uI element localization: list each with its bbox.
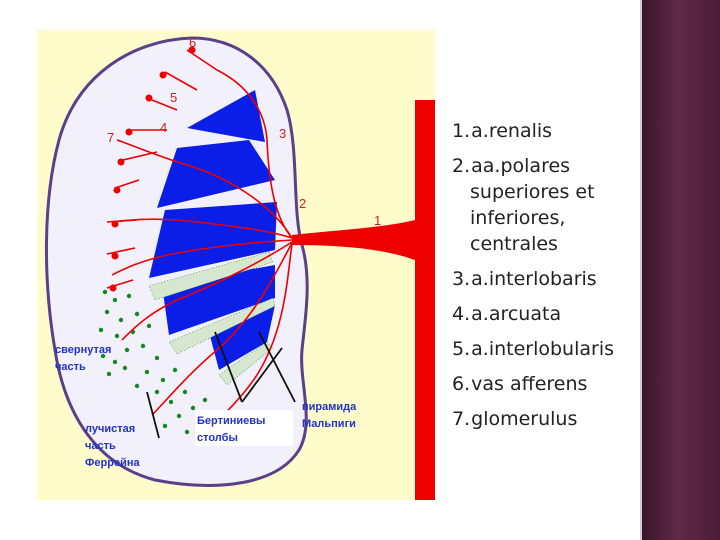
label-pointers [146,331,296,439]
pyramid-5 [209,305,275,370]
glomeruli [109,46,196,292]
sidebar-edge [640,0,643,540]
legend-num: 3. [452,268,471,290]
label-radiate-line3: Феррейна [85,457,140,469]
label-radiate-line1: лучистая [85,423,135,435]
legend-num: 5. [452,338,471,360]
bertin-columns [148,251,276,386]
legend-text: vas afferens [471,373,588,395]
legend-item: 3.a.interlobaris [452,266,642,292]
callout-4: 4 [160,120,167,135]
legend-item: 6.vas afferens [452,371,642,397]
label-bertin-line2: столбы [197,432,238,444]
column-band-1 [148,251,274,301]
legend-num: 2. [452,155,471,177]
legend-text: a.interlobaris [471,268,597,290]
legend-num: 1. [452,120,471,142]
pyramid-1 [187,90,265,142]
cortex-dots [98,289,208,435]
legend-list: 1.a.renalis 2.aa.polares superiores et in… [452,118,642,441]
renal-artery-trunk [415,100,435,500]
label-radiate-part: лучистая часть Феррейна [85,423,140,469]
pyramid-2 [157,140,275,208]
bertin-label-bg [195,410,293,446]
legend-text: aa.polares [471,155,571,177]
renal-artery-branch [292,220,415,260]
legend-num: 4. [452,303,471,325]
legend-text: glomerulus [471,408,578,430]
legend-item: 5.a.interlobularis [452,336,642,362]
callout-5: 5 [170,90,177,105]
legend-text: a.arcuata [471,303,562,325]
label-radiate-line2: часть [85,440,116,452]
label-malpighi-pyramid: пирамида Мальпиги [302,401,357,430]
label-convoluted-line1: свернутая [55,344,111,356]
arterial-tree [106,49,293,441]
callout-3: 3 [279,126,286,141]
label-bertin-line1: Бертиниевы [197,415,265,427]
callout-2: 2 [299,196,306,211]
label-convoluted-line2: часть [55,361,86,373]
legend-subtext: superiores et inferiores, centrales [470,181,595,255]
kidney-diagram: 1 2 3 4 5 6 7 свернутая часть лучистая ч… [37,30,435,500]
legend-num: 6. [452,373,471,395]
legend-item: 4.a.arcuata [452,301,642,327]
decorative-sidebar [642,0,720,540]
column-band-2 [168,297,276,355]
legend-item: 2.aa.polares superiores et inferiores, ce… [452,153,642,257]
label-malpighi-line2: Мальпиги [302,418,356,430]
callout-7: 7 [107,130,114,145]
legend-text: a.interlobularis [471,338,615,360]
legend-item: 1.a.renalis [452,118,642,144]
callout-6: 6 [189,35,196,50]
legend-text: a.renalis [471,120,553,142]
callout-1: 1 [374,213,381,228]
label-malpighi-line1: пирамида [302,401,357,413]
label-convoluted-part: свернутая часть [55,344,111,373]
legend-item: 7.glomerulus [452,406,642,432]
label-bertin-columns: Бертиниевы столбы [197,415,265,444]
legend-num: 7. [452,408,471,430]
